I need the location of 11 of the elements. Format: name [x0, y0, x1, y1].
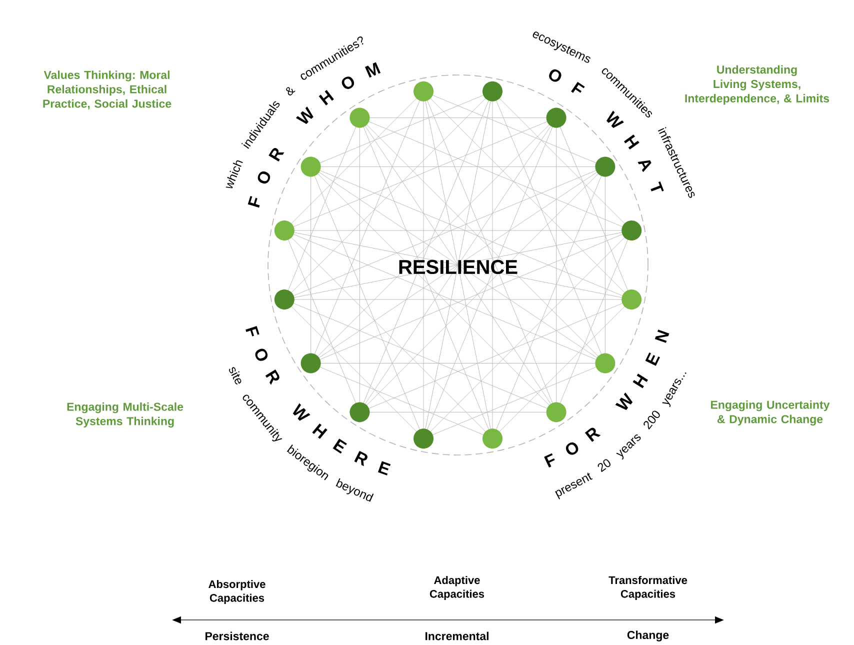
scale-label: Transformative Capacities — [608, 576, 688, 600]
scale-label: Incremental — [426, 632, 488, 640]
competency-label: Understanding Living Systems, Interdependence, & Limits — [685, 65, 830, 105]
center-title: RESILIENCE — [399, 260, 518, 274]
competency-label: Engaging Multi-Scale Systems Thinking — [67, 402, 184, 428]
scale-label: Absorptive Capacities — [208, 580, 266, 604]
scale-label: Persistence — [206, 632, 269, 640]
scale-label: Change — [627, 630, 669, 642]
competency-label: Values Thinking: Moral Relationships, Ethical Practice, Social Justice — [43, 70, 172, 110]
scale-label: Adaptive Capacities — [430, 576, 484, 600]
competency-label: Engaging Uncertainty & Dynamic Change — [711, 400, 830, 426]
